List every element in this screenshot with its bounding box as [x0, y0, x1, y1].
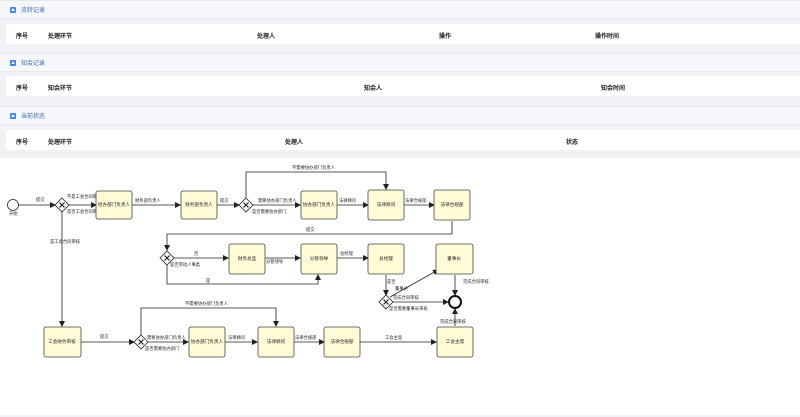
col-header: 处理环节	[48, 140, 73, 146]
edge-label: 是否需要协办部门	[145, 345, 179, 352]
section-title: 知会记录	[21, 61, 46, 67]
section-title: 流转记录	[21, 8, 46, 14]
section-header-current[interactable]: 当前状态	[0, 106, 800, 125]
table-header-flow: 序号 处理环节 处理人 操作 操作时间	[6, 24, 800, 45]
task-label: 总经理	[379, 255, 393, 261]
edge-label: 法律合规部	[405, 197, 427, 204]
task-manager[interactable]: 分管领导	[300, 243, 338, 275]
edge-label: 总经理	[340, 250, 354, 256]
edge	[140, 307, 279, 335]
task-label: 工会财务审核	[48, 338, 76, 345]
task-union-chair[interactable]: 工会主席	[436, 326, 474, 358]
task-label: 经办部门负责人	[98, 201, 131, 208]
task-label: 协办部门负责人	[191, 338, 224, 345]
edge-label: 完成合同审核	[440, 318, 466, 325]
col-header: 操作	[439, 34, 452, 40]
col-header: 状态	[566, 140, 579, 146]
edge	[164, 221, 453, 251]
task-finance-director[interactable]: 财务总监	[228, 243, 266, 275]
task-chairman[interactable]: 董事长	[435, 243, 474, 275]
edge-label: 是否需要董事长审核	[389, 305, 428, 312]
task-label: 财务部负责人	[185, 201, 213, 208]
edge-label: 需要协办部门负责人	[258, 197, 297, 204]
section-header-notify[interactable]: 知会记录	[0, 53, 800, 72]
process-diagram-svg: .node rect { fill:#fffbd6; stroke:#444; …	[7, 164, 489, 358]
task-gm[interactable]: 总经理	[367, 243, 405, 275]
task-review1[interactable]: 经办部门负责人	[95, 190, 133, 220]
task-label: 法律顾问	[377, 201, 396, 208]
edge-label: 是否需要协办部门	[252, 208, 286, 215]
start-event[interactable]	[7, 199, 19, 211]
task-union-finance[interactable]: 工会财务审核	[43, 326, 82, 358]
collapse-icon[interactable]	[10, 59, 16, 66]
edge-label: 分管领导	[266, 258, 284, 265]
task-label: 法律合规部	[441, 201, 464, 208]
edge-label: 董事长	[395, 285, 409, 292]
section-header-flow[interactable]: 流转记录	[0, 0, 800, 19]
edge-label: 不需要协办部门负责人	[185, 300, 229, 307]
edge-label: 法律合规部	[295, 334, 317, 341]
edge	[245, 171, 389, 198]
col-header: 序号	[16, 140, 29, 146]
task-label: 分管领导	[310, 255, 329, 262]
col-header: 知会环节	[48, 86, 73, 92]
task-legal-review2[interactable]: 法律合规部	[323, 326, 361, 358]
edge-label: 提交	[100, 333, 109, 340]
col-header: 序号	[16, 34, 29, 40]
edge-label: 是否工会合同审核	[67, 208, 102, 215]
edge-label: 完成合同审核	[393, 294, 419, 301]
task-finance-head[interactable]: 财务部负责人	[180, 190, 218, 220]
exclusive-gateway[interactable]	[378, 294, 394, 310]
task-coop-head1[interactable]: 协办部门负责人	[300, 190, 338, 220]
edge-label: 需要协办部门负责人	[147, 334, 186, 341]
task-legal-advisor1[interactable]: 法律顾问	[367, 189, 405, 221]
start-label: 开始	[9, 210, 18, 217]
end-event[interactable]	[448, 295, 462, 309]
col-header: 序号	[16, 86, 29, 92]
edge-label: 提交	[220, 197, 229, 204]
edge	[389, 269, 439, 298]
task-label: 工会主席	[446, 338, 465, 345]
edge-label: 完成合同审核	[463, 278, 489, 285]
edge-label: 是否	[387, 279, 396, 285]
edge-label: 工会主席	[385, 334, 403, 341]
exclusive-gateway[interactable]	[238, 197, 254, 213]
edge-label: 否	[194, 251, 199, 257]
col-header: 处理人	[257, 34, 276, 40]
table-header-notify: 序号 知会环节 知会人 知会时间	[6, 76, 800, 97]
edge-label: 是	[206, 278, 211, 284]
task-label: 法律合规部	[331, 338, 354, 345]
col-header: 处理环节	[48, 34, 73, 40]
edge	[166, 265, 321, 285]
edge-label: 不是工会合同审核	[67, 193, 102, 200]
edge-label: 提交	[306, 226, 315, 233]
task-label: 法律顾问	[267, 338, 286, 345]
col-header: 操作时间	[595, 34, 620, 40]
exclusive-gateway[interactable]	[54, 197, 70, 213]
exclusive-gateway[interactable]	[159, 250, 175, 266]
exclusive-gateway[interactable]	[133, 334, 149, 350]
edge-label: 法律顾问	[339, 197, 356, 204]
edge-label: 提交	[36, 196, 45, 203]
col-header: 处理人	[285, 140, 304, 146]
task-coop-head2[interactable]: 协办部门负责人	[188, 326, 226, 358]
table-header-current: 序号 处理环节 处理人 状态	[6, 130, 800, 151]
task-label: 董事长	[447, 255, 461, 262]
col-header: 知会人	[364, 86, 383, 92]
task-label: 协办部门负责人	[303, 201, 336, 208]
edge-label: 法律顾问	[228, 334, 245, 341]
edge-label: 是否劳动人事类	[170, 261, 201, 268]
task-label: 财务总监	[238, 255, 257, 262]
edge-label: 是工会合同审核	[50, 238, 81, 245]
col-header: 知会时间	[601, 86, 626, 92]
edge-label: 不需要协办部门负责人	[292, 164, 336, 171]
process-diagram: .node rect { fill:#fffbd6; stroke:#444; …	[0, 158, 800, 415]
edge-label: 财务部负责人	[135, 197, 161, 204]
task-legal-review1[interactable]: 法律合规部	[433, 189, 471, 221]
section-title: 当前状态	[21, 114, 46, 120]
task-legal-advisor2[interactable]: 法律顾问	[257, 326, 295, 358]
collapse-icon[interactable]	[10, 6, 16, 13]
collapse-icon[interactable]	[10, 112, 16, 119]
